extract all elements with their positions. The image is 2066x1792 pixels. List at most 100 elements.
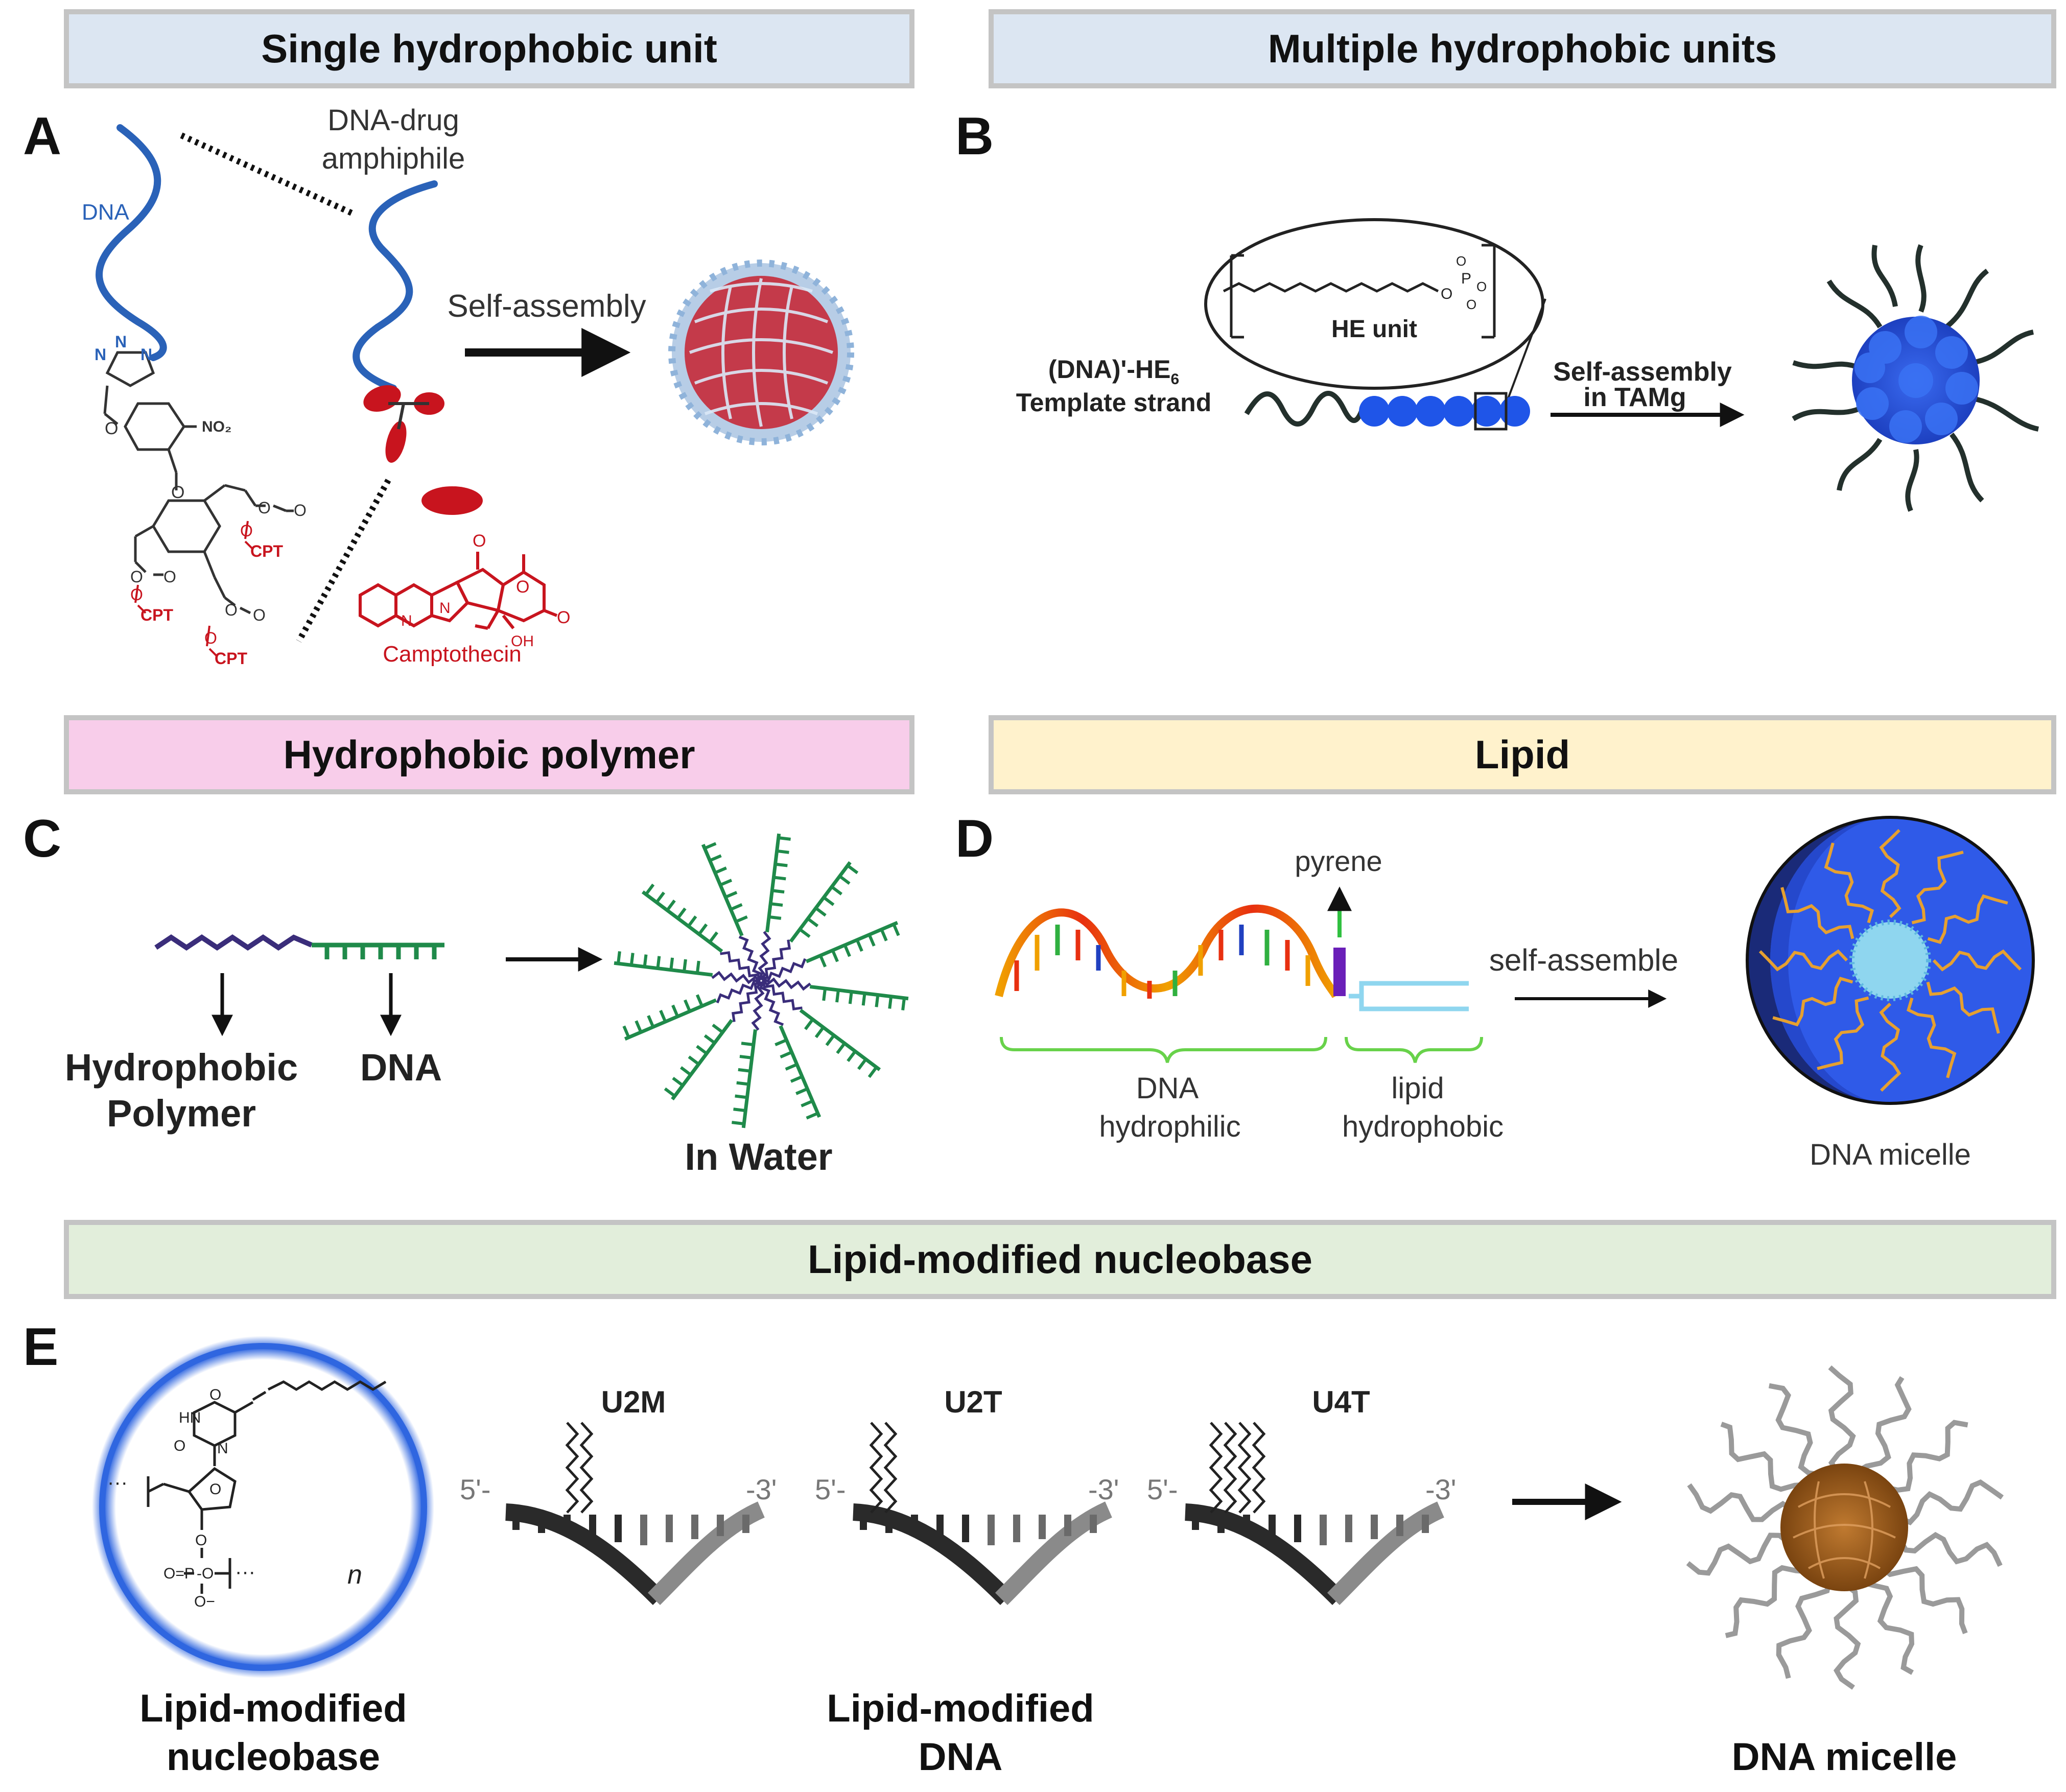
dna-base-tick <box>736 1081 749 1086</box>
svg-text:-O: -O <box>197 1565 214 1582</box>
dna-base-tick <box>687 915 697 927</box>
polymer-micelle <box>614 833 909 1128</box>
dna-base-tick <box>719 879 733 887</box>
duplex-strand-dark <box>505 1503 666 1606</box>
dna-base-tick <box>698 923 708 935</box>
micelle-grey-strand <box>1856 1376 1912 1474</box>
dna-base-tick <box>804 1018 814 1030</box>
lipid-modified-duplexes <box>505 1422 1444 1606</box>
svg-text:O: O <box>195 1532 207 1549</box>
svg-text:P: P <box>1461 270 1471 287</box>
five-prime-u2t: 5'- <box>815 1473 846 1505</box>
dna-base-tick <box>831 950 839 962</box>
lipid-hydrophobic-line1: lipid <box>1391 1072 1444 1105</box>
five-prime-u4t: 5'- <box>1147 1473 1178 1505</box>
micelle-dna-strand <box>1758 949 1848 972</box>
micelle-dna-strand <box>1926 981 2000 1034</box>
dna-base-tick <box>659 1009 667 1023</box>
header-lipid: Lipid <box>989 715 2056 794</box>
linker-structure <box>103 385 257 599</box>
svg-text:HN: HN <box>179 1409 201 1426</box>
header-lipid-modified-nucleobase: Lipid-modified nucleobase <box>64 1220 2056 1299</box>
dna-brace <box>1000 1036 1327 1063</box>
dna-base-tick <box>643 954 648 967</box>
dna-base-tick <box>768 915 782 920</box>
svg-text:O: O <box>105 419 118 438</box>
micelle-grey-strand <box>1686 1532 1792 1576</box>
dna-base-tick <box>901 998 906 1010</box>
lipid-tail <box>1209 1422 1223 1514</box>
dna-base-tick <box>861 993 866 1006</box>
svg-text:O: O <box>1441 286 1452 302</box>
micelle-grey-strand <box>1725 1565 1809 1638</box>
dna-base-tick <box>617 951 621 964</box>
dna-base-tick <box>778 836 791 841</box>
svg-text:O: O <box>163 568 176 586</box>
panel-e: HN O O N O O O=P -O O− ··· ··· n Lipid-m… <box>92 1336 2004 1779</box>
micelle-grey-strand <box>1720 1422 1806 1492</box>
dna-base-tick <box>875 995 880 1007</box>
dna-base-tick <box>777 849 789 854</box>
dna-hydrophilic-line1: DNA <box>1136 1072 1199 1105</box>
dna-base-tick <box>655 891 666 904</box>
svg-text:O: O <box>209 1386 221 1403</box>
u2m-label: U2M <box>601 1385 666 1419</box>
dna-base-tick <box>831 885 843 895</box>
svg-text:O: O <box>258 499 271 517</box>
self-assembly-label-b1: Self-assembly <box>1553 357 1732 387</box>
dna-base-tick <box>780 1051 792 1058</box>
dna-base-tick <box>671 1004 679 1018</box>
oh-label: OH <box>511 633 534 650</box>
duplex-strand-dark <box>1185 1503 1345 1606</box>
dna-base-tick <box>814 1026 825 1039</box>
dna-strand-left <box>96 124 167 361</box>
lipid-tails <box>1349 981 1469 1011</box>
dna-base-tick <box>806 1112 818 1120</box>
dna-base-tick <box>714 866 727 875</box>
he-unit-label: HE unit <box>1331 316 1417 343</box>
svg-text:O: O <box>171 483 184 502</box>
dna-base-tick <box>730 903 743 911</box>
svg-text:N: N <box>140 345 152 364</box>
dna-base-tick <box>741 1042 754 1047</box>
dotted-guide-top <box>180 132 357 218</box>
nucleobase-ring <box>92 1336 434 1678</box>
lipid-brace <box>1345 1036 1483 1063</box>
camptothecin-label: Camptothecin <box>383 642 521 667</box>
panel-a: DNA N N N <box>82 104 854 668</box>
dna-base-tick <box>676 907 687 919</box>
micelle-grey-strand <box>1687 1483 1792 1522</box>
micelle-dna-strand <box>1927 894 2008 944</box>
dna-base-tick <box>822 988 827 1001</box>
lipid-tail <box>883 1422 898 1514</box>
dna-base-tick <box>892 924 900 936</box>
svg-text:O: O <box>516 577 529 597</box>
dna-drug-nanoparticle <box>668 260 854 445</box>
panel-label-d: D <box>955 809 994 868</box>
dna-base-tick <box>855 939 863 952</box>
dna-base-tick <box>712 1023 724 1034</box>
micelle-grey-strand <box>1776 1582 1832 1679</box>
cpt-label-3: CPT <box>215 649 247 668</box>
svg-text:N: N <box>115 333 127 351</box>
dna-base-tick <box>669 957 674 971</box>
polymer-arm <box>757 931 771 982</box>
svg-text:O: O <box>294 501 307 520</box>
self-assembly-label-a: Self-assembly <box>447 289 646 324</box>
svg-text:O: O <box>1456 253 1466 269</box>
svg-text:O: O <box>209 1481 221 1498</box>
polymer-arm <box>759 958 807 983</box>
micelle-dna-strand <box>1879 1002 1901 1092</box>
micelle-dna-strand <box>1824 842 1874 924</box>
dna-strand-amphiphile <box>353 180 438 392</box>
polymer-arm <box>731 981 764 1022</box>
dna-base-tick <box>825 1034 835 1046</box>
dna-micelle-e <box>1686 1365 2004 1690</box>
dna-base-tick <box>775 862 788 867</box>
svg-text:N: N <box>401 612 412 629</box>
dna-base-tick <box>709 854 722 862</box>
svg-text:O: O <box>1476 279 1487 294</box>
dna-label-c: DNA <box>360 1046 442 1089</box>
dna-label: DNA <box>82 200 130 225</box>
